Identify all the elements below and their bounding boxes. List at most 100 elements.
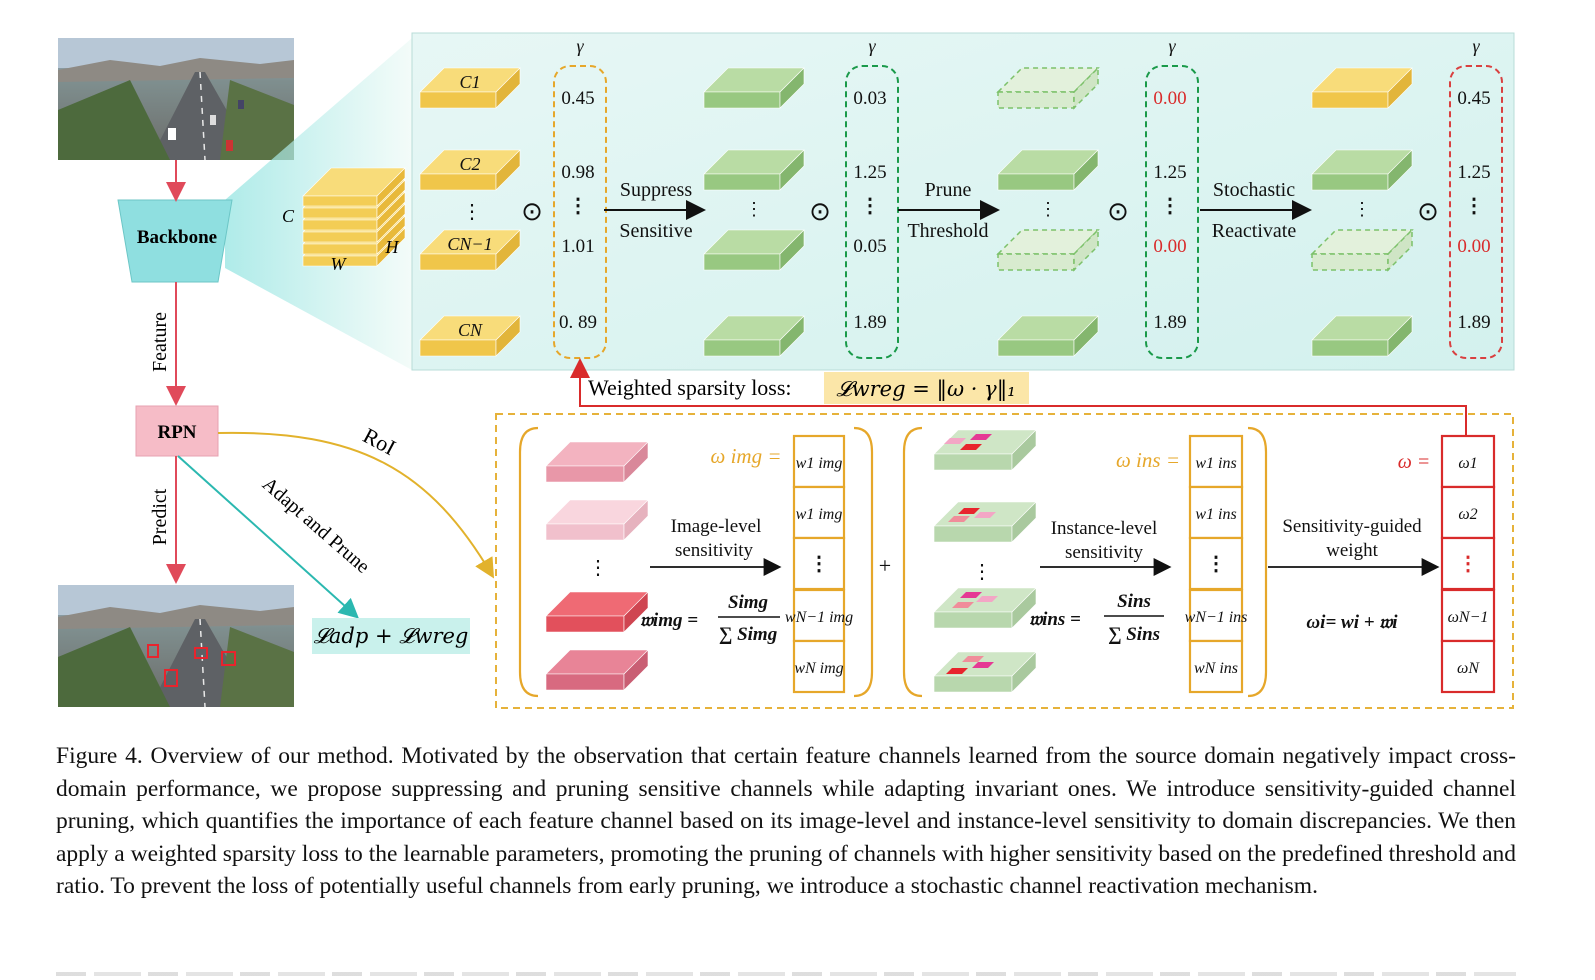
slab-ellipsis: ⋮ [588, 557, 608, 579]
w-img-denominator: ∑ Simg [719, 624, 777, 645]
gamma-value: ⋮ [860, 195, 880, 217]
instance-feature-slab [933, 429, 1037, 471]
wsl-formula: 𝓛wreg = ‖ω · γ‖₁ [836, 377, 1015, 402]
gamma-value: 0.03 [853, 88, 886, 109]
gamma-value: 0.00 [1153, 88, 1186, 109]
instance-box [952, 602, 974, 608]
channel-slab [1311, 315, 1413, 357]
instance-box [958, 508, 980, 514]
image-feature-slab [545, 591, 649, 633]
sgw-label: weight [1326, 540, 1378, 561]
output-image [58, 585, 294, 708]
image-level-label: Image-level [671, 516, 762, 537]
omega-vector-entry: ω2 [1458, 506, 1477, 523]
hadamard-operator: ⊙ [809, 197, 831, 226]
bracket [902, 426, 923, 698]
channel-slab [703, 229, 805, 271]
gamma-value: 0. 89 [559, 312, 597, 333]
w-img-numerator: Simg [728, 592, 768, 613]
channel-slab [703, 149, 805, 191]
w-ins-numerator: Sins [1117, 591, 1151, 612]
w-ins-vector-cell [1188, 639, 1244, 694]
w-img-vector-entry: wN−1 img [785, 609, 853, 626]
pruned-channel-slab [1310, 228, 1414, 272]
w-ins-vector-cell [1188, 588, 1244, 643]
omega-vector-cell [1440, 434, 1496, 489]
gamma-value: 0.00 [1457, 236, 1490, 257]
gamma-label: γ [1472, 36, 1480, 56]
sgw-label: Sensitivity-guided [1282, 516, 1422, 537]
tensor-h-label: H [385, 237, 400, 257]
gamma-value: 0.45 [561, 88, 594, 109]
omega-img-label: ω img = [711, 444, 782, 468]
loss-label: 𝓛adp + 𝓛wreg [314, 624, 469, 648]
omega-vector-cell [1440, 485, 1496, 540]
roi-arrow [217, 431, 495, 579]
channel-label: CN [458, 320, 483, 340]
adapt-arrow [177, 455, 359, 619]
plus-sign: + [879, 553, 891, 578]
w-img-vector-cell [792, 639, 846, 694]
channel-slab [997, 149, 1099, 191]
channel-slab [419, 149, 521, 191]
step-label: Suppress [620, 179, 692, 201]
cut-off-next-line [56, 958, 1516, 980]
adapt-label: Adapt and Prune [258, 473, 374, 578]
slab-ellipsis: ⋮ [972, 561, 992, 583]
instance-box [974, 512, 996, 518]
channel-slab [703, 315, 805, 357]
tensor-layer [302, 167, 406, 207]
bracket [518, 426, 539, 698]
channel-slab [419, 67, 521, 109]
gamma-column [1145, 65, 1199, 359]
w-img-vector-cell [792, 536, 846, 591]
gamma-value: ⋮ [1464, 195, 1484, 217]
feature-label: Feature [149, 312, 171, 372]
gamma-value: 0.00 [1153, 236, 1186, 257]
gamma-value: ⋮ [1160, 195, 1180, 217]
instance-level-label: Instance-level [1051, 518, 1158, 539]
gamma-value: 1.01 [561, 236, 594, 257]
instance-box [948, 516, 970, 522]
gamma-label: γ [576, 36, 584, 56]
instance-box [960, 444, 982, 450]
omega-label: ω = [1398, 451, 1431, 473]
w-ins-vector-cell [1188, 536, 1244, 591]
omega-vector-cell [1440, 639, 1496, 694]
w-ins-vector-entry: ⋮ [1206, 553, 1226, 575]
w-img-vector-cell [792, 434, 846, 489]
gamma-value: ⋮ [568, 195, 588, 217]
omega-vector-entry: ⋮ [1458, 553, 1478, 575]
w-ins-vector-entry: w1 ins [1195, 455, 1236, 472]
tensor-c-label: C [282, 206, 295, 226]
gamma-column [845, 65, 899, 359]
omega-feedback-arrow [570, 358, 1467, 436]
w-img-vector-entry: ⋮ [809, 553, 829, 575]
w-ins-vector-cell [1188, 485, 1244, 540]
hadamard-operator: ⊙ [1417, 197, 1439, 226]
backbone-label: Backbone [137, 227, 217, 248]
w-ins-vector-entry: w1 ins [1195, 506, 1236, 523]
w-img-vector-entry: wN img [794, 660, 843, 677]
channel-label: C1 [459, 72, 480, 92]
w-ins-vector-entry: wN−1 ins [1185, 609, 1248, 626]
figure-caption: Figure 4. Overview of our method. Motiva… [56, 743, 1516, 899]
method-overview-figure: Backbone Feature RPN Predict RoI Adapt a… [58, 32, 1515, 709]
tensor-w-label: W [331, 254, 348, 274]
w-img-vector-entry: w1 img [796, 455, 843, 472]
instance-box [960, 592, 982, 598]
channel-slab [703, 67, 805, 109]
wsl-prefix: Weighted sparsity loss: [588, 375, 792, 400]
image-level-label: sensitivity [675, 540, 754, 561]
w-ins-vector-entry: wN ins [1194, 660, 1238, 677]
channel-ellipsis: ⋮ [1039, 199, 1057, 219]
gamma-value: 1.89 [1457, 312, 1490, 333]
step-label: Reactivate [1212, 220, 1297, 242]
sgw-formula: ωi= wi + 𝔴i [1306, 612, 1398, 633]
reactivated-channel-slab [1311, 67, 1413, 109]
rpn-label: RPN [157, 422, 196, 443]
gamma-value: 0.98 [561, 162, 594, 183]
step-label: Threshold [907, 220, 988, 242]
channel-ellipsis: ⋮ [745, 199, 763, 219]
